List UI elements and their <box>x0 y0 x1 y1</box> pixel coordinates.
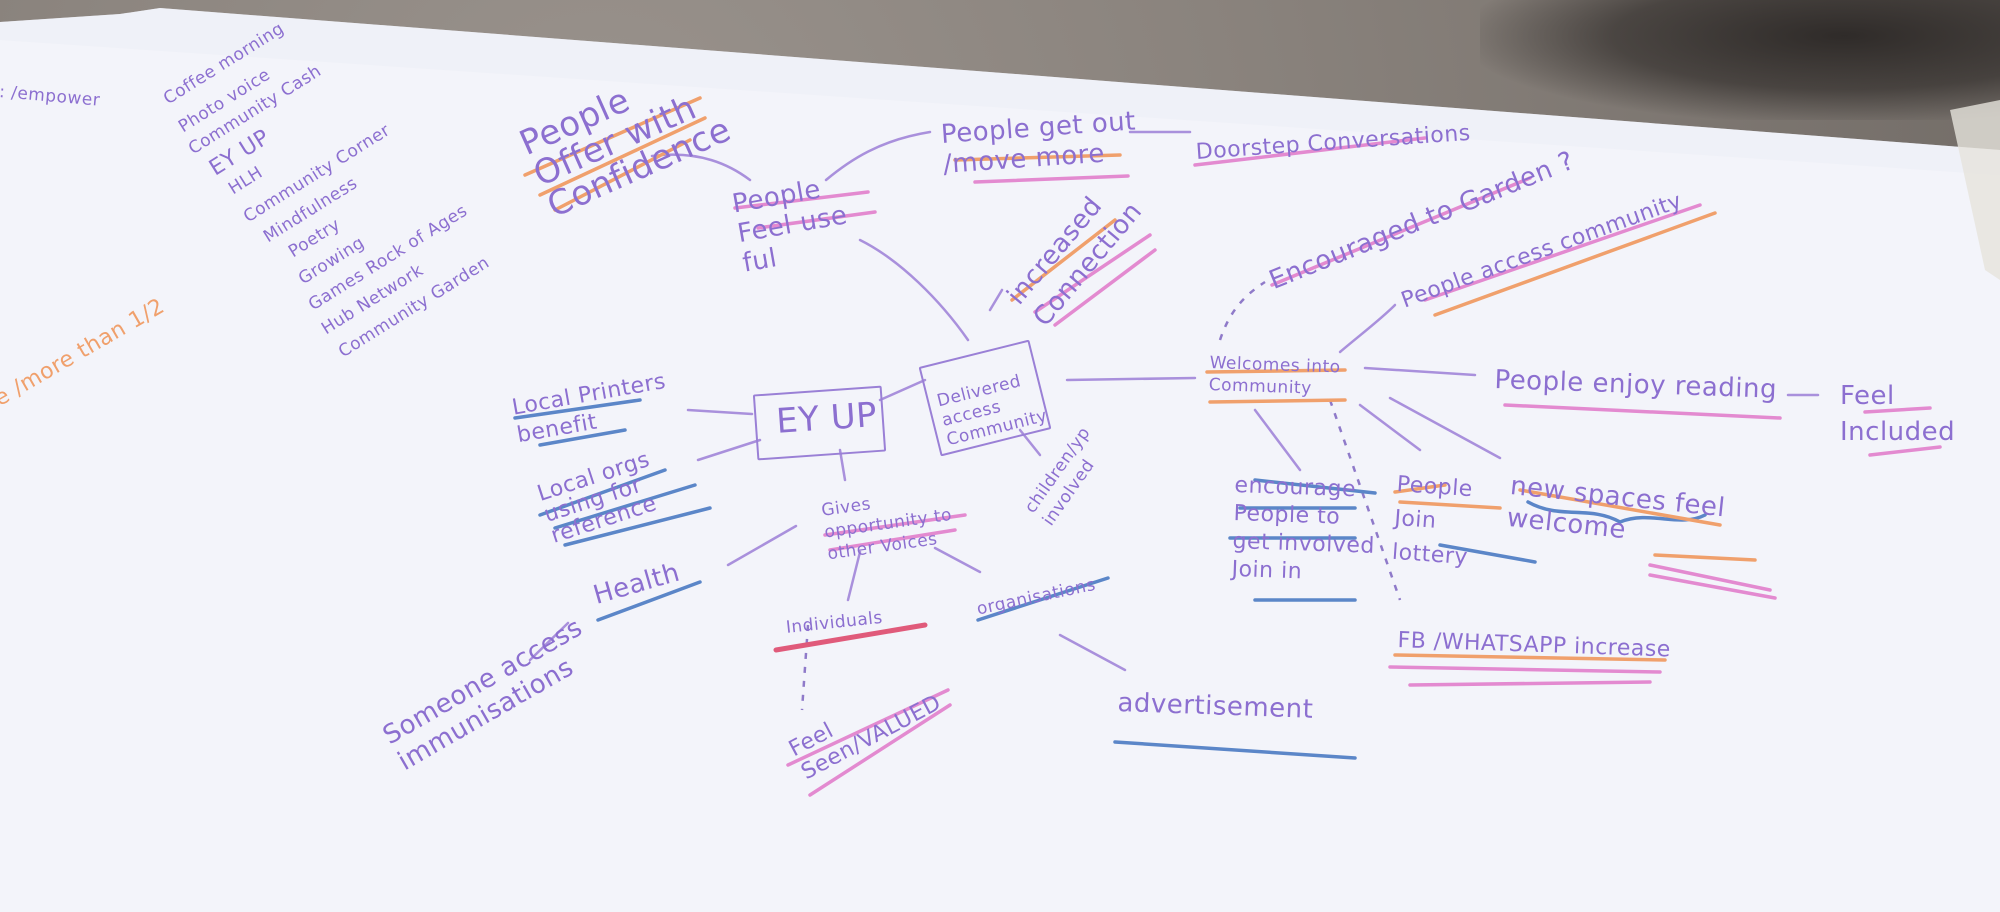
line-lottery <box>1358 403 1422 452</box>
node-feel-included: Feel Included <box>1840 381 1956 447</box>
line-gives <box>838 448 847 482</box>
line-welcomes <box>1065 376 1197 382</box>
line-someone <box>528 621 570 662</box>
shadow <box>1480 0 2000 120</box>
line-orgs2 <box>933 546 982 574</box>
node-welcomes: Welcomes into Community <box>1208 352 1341 399</box>
node-join-lottery: People Join lottery <box>1391 471 1474 571</box>
paper-sheet <box>0 8 2000 912</box>
line-individuals <box>846 550 862 602</box>
line-printers <box>686 408 754 416</box>
line-reading <box>1363 366 1477 377</box>
line-getout <box>824 130 932 182</box>
line-connection <box>988 288 1004 312</box>
line-encourage <box>1253 408 1302 472</box>
line-hub <box>878 378 927 402</box>
paper-edge <box>0 8 2000 175</box>
node-encourage-people: encourage People to get involved Join in <box>1231 472 1376 585</box>
line-useful <box>858 238 970 342</box>
dash-feel <box>800 624 810 711</box>
line-advert <box>1058 633 1127 672</box>
line-offer <box>650 153 752 182</box>
line-children <box>1018 428 1042 457</box>
center-title: EY UP <box>775 394 879 442</box>
line-access <box>1338 303 1397 354</box>
line-orgs <box>696 438 762 462</box>
tape <box>1950 100 2000 280</box>
line-spaces <box>1388 396 1502 460</box>
line-health <box>726 524 798 567</box>
